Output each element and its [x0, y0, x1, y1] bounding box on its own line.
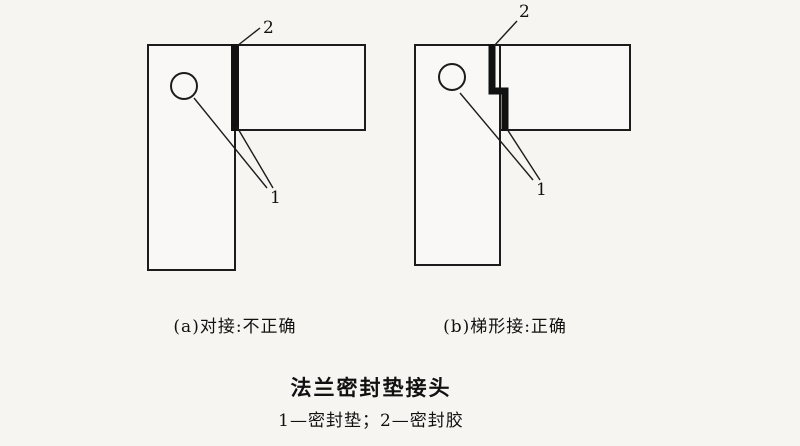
leader-line-1b-left [459, 92, 534, 181]
leader-line-1a-right [236, 126, 274, 189]
caption-a: (a)对接:不正确 [173, 317, 297, 337]
label-2a: 2 [263, 18, 274, 38]
figure-title: 法兰密封垫接头 [290, 375, 452, 400]
bolt-hole-a [170, 72, 198, 100]
leader-line-2b [493, 20, 518, 47]
label-1b: 1 [536, 180, 547, 200]
caption-b: (b)梯形接:正确 [443, 317, 567, 337]
gasket-step-b [488, 44, 509, 131]
label-2b: 2 [519, 2, 530, 22]
leader-line-2a [236, 27, 261, 47]
leader-line-1b-right [506, 128, 541, 181]
flange-horizontal-b [499, 44, 631, 131]
flange-joint-diagram: 2 1 2 1 [147, 2, 631, 271]
figure-legend: 1—密封垫；2—密封胶 [278, 411, 464, 431]
diagram-a: 2 1 [147, 18, 366, 271]
flange-vertical-b [414, 44, 501, 266]
leader-line-1a-left [193, 97, 268, 189]
label-1a: 1 [270, 188, 281, 208]
bolt-hole-b [438, 63, 466, 91]
diagram-b: 2 1 [414, 2, 631, 266]
flange-horizontal-a [234, 44, 366, 131]
gasket-bar-a [231, 44, 239, 131]
